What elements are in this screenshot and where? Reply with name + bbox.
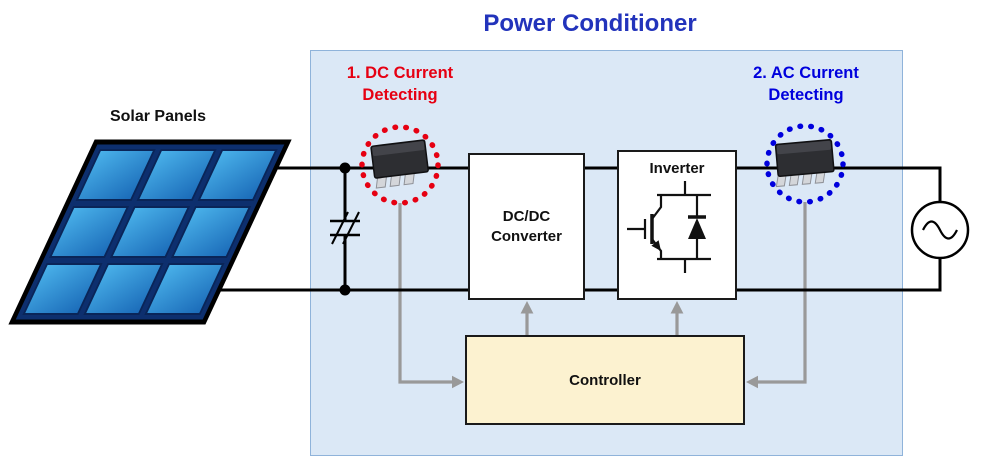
junction-dot-bottom [339,284,351,296]
wire-bottom [208,257,942,292]
label-ac-line2: Detecting [768,86,844,104]
ac-source-sine-icon [910,200,970,260]
solar-panel-icon [8,139,292,325]
arrow-controller-to-dcdc [520,301,534,335]
ac-sensor-chip-icon [774,139,835,188]
label-dc-line1: 1. DC Current [346,64,454,82]
label-solar-panels: Solar Panels [109,108,207,125]
arrow-controller-to-inverter [670,301,684,335]
label-dc-line2: Detecting [362,86,438,104]
label-dc-current-detecting: 1. DC Current Detecting [310,62,490,106]
dc-link-capacitor-symbol [330,168,360,290]
dcdc-label-line1: DC/DC [502,207,551,225]
dcdc-converter-box: DC/DC Converter [468,153,585,300]
label-ac-current-detecting: 2. AC Current Detecting [716,62,896,106]
inverter-box: Inverter [617,150,737,300]
igbt-with-diode-icon [627,181,711,273]
ac-sensor-circle [764,123,846,205]
dc-sensor-chip-icon [370,139,429,189]
arrow-ac-sensor-to-controller [746,202,807,389]
label-ac-line1: 2. AC Current [753,64,859,82]
diagram-title: Power Conditioner [483,10,697,37]
inverter-label: Inverter [649,160,705,177]
junction-dot-top [339,162,351,174]
dcdc-label-line2: Converter [491,227,562,245]
arrow-dc-sensor-to-controller [398,203,464,389]
controller-label: Controller [569,371,641,389]
controller-box: Controller [465,335,745,425]
dc-sensor-circle [359,124,441,206]
